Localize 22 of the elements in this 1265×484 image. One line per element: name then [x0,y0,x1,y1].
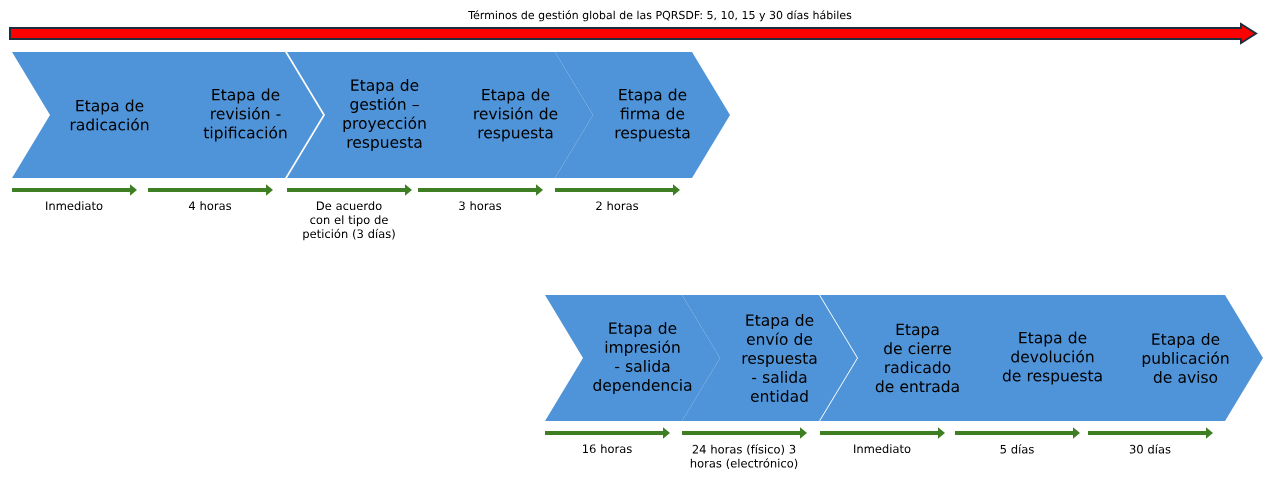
node-label: Etapa de devolución de respuesta [1002,331,1102,385]
chevron-stage: Etapa de impresión - salida dependencia [545,295,720,421]
duration-label: De acuerdo con el tipo de petición (3 días) [303,201,395,241]
duration-label: 3 horas [459,201,502,211]
chevron-stage: Etapa de radicación [12,52,187,178]
title: Términos de gestión global de las PQRSDF: 5, 10, 15 y 30 días hábiles [468,10,852,22]
chevron-stage: Etapa de gestión – proyección respuesta [287,52,462,178]
duration-label: 16 horas [583,444,632,454]
duration-label: 5 días [1000,444,1034,454]
chevron-stage: Etapa de revisión - tipificación [148,52,323,178]
duration-label: 24 horas (físico) 3 horas (electrónico) [690,444,798,469]
node-label: Etapa de gestión – proyección respuesta [343,78,426,151]
duration-label: 4 horas [188,201,232,211]
node-label: Etapa de revisión - tipificación [203,88,287,142]
duration-label: Inmediato [46,201,103,211]
duration-label: Inmediato [854,444,911,454]
duration-label: 30 días [1129,444,1171,454]
node-label: Etapa de impresión - salida dependencia [593,321,692,394]
node-label: Etapa de firma de respuesta [615,88,690,142]
node-label: Etapa de radicación [70,99,149,131]
duration-label: 2 horas [596,201,639,211]
node-label: Etapa de envío de respuesta - salida entidad [742,313,817,402]
